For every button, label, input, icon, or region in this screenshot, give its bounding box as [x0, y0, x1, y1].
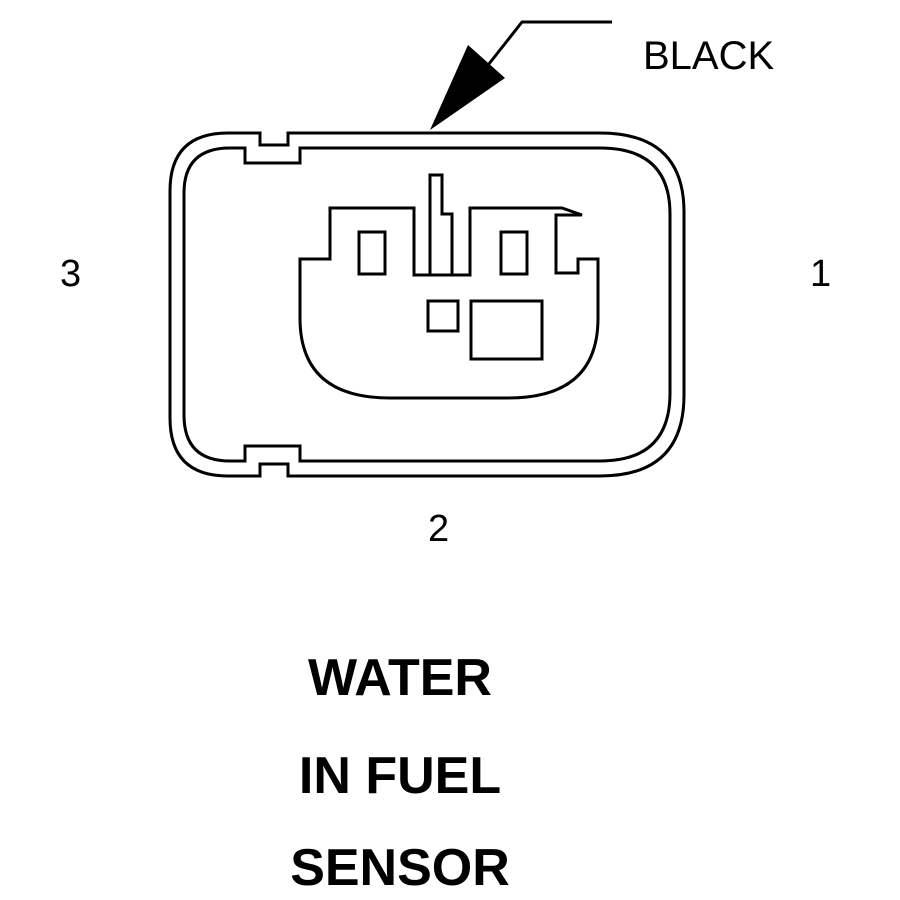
title-line-sensor: SENSOR: [290, 839, 510, 897]
connector-housing-outer: [168, 131, 686, 478]
terminal-window-left: [357, 230, 387, 276]
pin-label-3: 3: [60, 253, 82, 295]
connector-color-label: BLACK: [643, 34, 775, 78]
pin-label-2: 2: [428, 508, 450, 550]
terminal-window-right: [499, 230, 529, 276]
terminal-window-small: [426, 299, 460, 333]
pin-label-1: 1: [810, 253, 832, 295]
title-line-in-fuel: IN FUEL: [298, 747, 502, 805]
pointer-arrow-icon: [430, 45, 505, 130]
connector-housing-inner: [182, 146, 672, 463]
latch-tab: [428, 173, 454, 275]
title-line-water: WATER: [308, 649, 492, 707]
terminal-window-large: [469, 299, 544, 361]
terminal-cavity: [298, 206, 600, 400]
